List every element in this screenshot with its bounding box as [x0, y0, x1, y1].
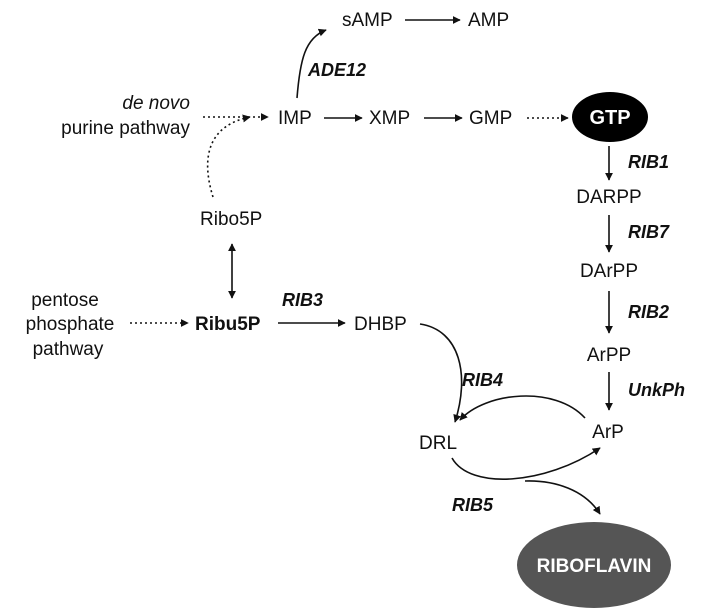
gtp-ellipse	[572, 92, 648, 142]
enzyme-rib7: RIB7	[628, 222, 670, 242]
label-phosphate: phosphate	[26, 314, 115, 335]
node-samp: sAMP	[342, 10, 393, 31]
arrow-drl-to-arp	[451, 447, 601, 480]
label-pentose: pentose	[31, 290, 99, 311]
node-dhbp: DHBP	[354, 314, 407, 335]
arrow-imp-to-samp	[296, 28, 327, 99]
node-darpp2: DArPP	[580, 261, 638, 282]
enzyme-rib1: RIB1	[628, 152, 669, 172]
enzyme-rib5: RIB5	[452, 495, 494, 515]
enzyme-unkph: UnkPh	[628, 380, 685, 400]
enzyme-rib2: RIB2	[628, 302, 669, 322]
node-ribo5p: Ribo5P	[200, 209, 262, 230]
node-drl: DRL	[419, 433, 457, 454]
label-de-novo: de novo	[122, 93, 190, 114]
enzyme-ade12: ADE12	[307, 60, 366, 80]
dotted-arrow-ribo5p-to-imp	[206, 114, 251, 198]
enzyme-rib3: RIB3	[282, 290, 323, 310]
riboflavin-ellipse	[517, 522, 671, 608]
node-imp: IMP	[278, 108, 312, 129]
arrow-dhbp-to-drl	[419, 323, 463, 423]
node-darpp: DARPP	[576, 187, 641, 208]
arrow-drl-to-riboflavin	[524, 480, 601, 515]
node-riboflavin: RIBOFLAVIN	[537, 556, 652, 577]
label-purine-pathway: purine pathway	[61, 118, 190, 139]
node-amp: AMP	[468, 10, 509, 31]
arrow-arp-to-drl	[459, 395, 586, 421]
node-gtp: GTP	[589, 107, 630, 129]
enzyme-rib4: RIB4	[462, 370, 503, 390]
node-arp: ArP	[592, 422, 624, 443]
node-xmp: XMP	[369, 108, 410, 129]
node-gmp: GMP	[469, 108, 512, 129]
node-ribu5p: Ribu5P	[195, 314, 261, 335]
node-arpp: ArPP	[587, 345, 631, 366]
label-pathway: pathway	[33, 339, 104, 360]
